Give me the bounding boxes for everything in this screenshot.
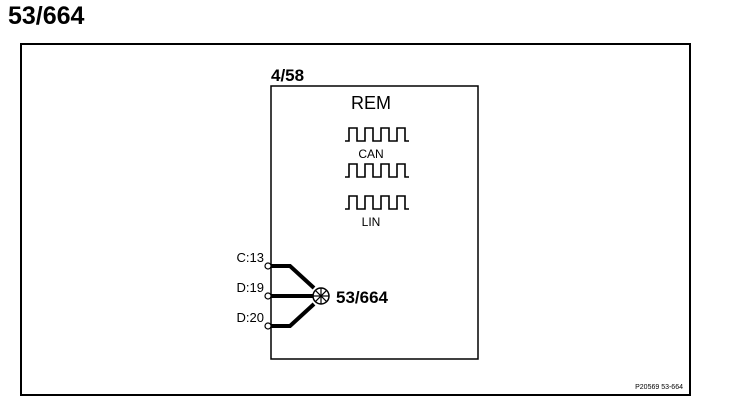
module-id: 4/58 (271, 66, 304, 85)
reference-code: P20569 53-664 (635, 384, 683, 391)
module-name: REM (351, 93, 391, 113)
module-box[interactable] (270, 85, 479, 360)
pin-connector-icon[interactable] (264, 292, 272, 300)
pin-connector-icon[interactable] (264, 322, 272, 330)
splice-label: 53/664 (336, 288, 389, 307)
pin-label: D:19 (237, 280, 264, 295)
pin-connector-icon[interactable] (264, 262, 272, 270)
diagram-frame (20, 43, 691, 396)
signal-label-lin: LIN (362, 215, 381, 229)
signal-list: CAN LIN (345, 127, 409, 229)
page-title: 53/664 (8, 2, 85, 30)
pin-list: C:13D:19D:20 (237, 250, 272, 330)
wire-c13[interactable] (268, 264, 316, 290)
wire-d20[interactable] (268, 302, 316, 328)
pin-label: D:20 (237, 310, 264, 325)
square-wave-icon (345, 195, 409, 210)
splice-icon[interactable] (312, 287, 330, 305)
pin-label: C:13 (237, 250, 264, 265)
square-wave-icon (345, 127, 409, 142)
signal-label-can: CAN (358, 147, 383, 161)
wires (268, 264, 316, 328)
square-wave-icon (345, 163, 409, 178)
